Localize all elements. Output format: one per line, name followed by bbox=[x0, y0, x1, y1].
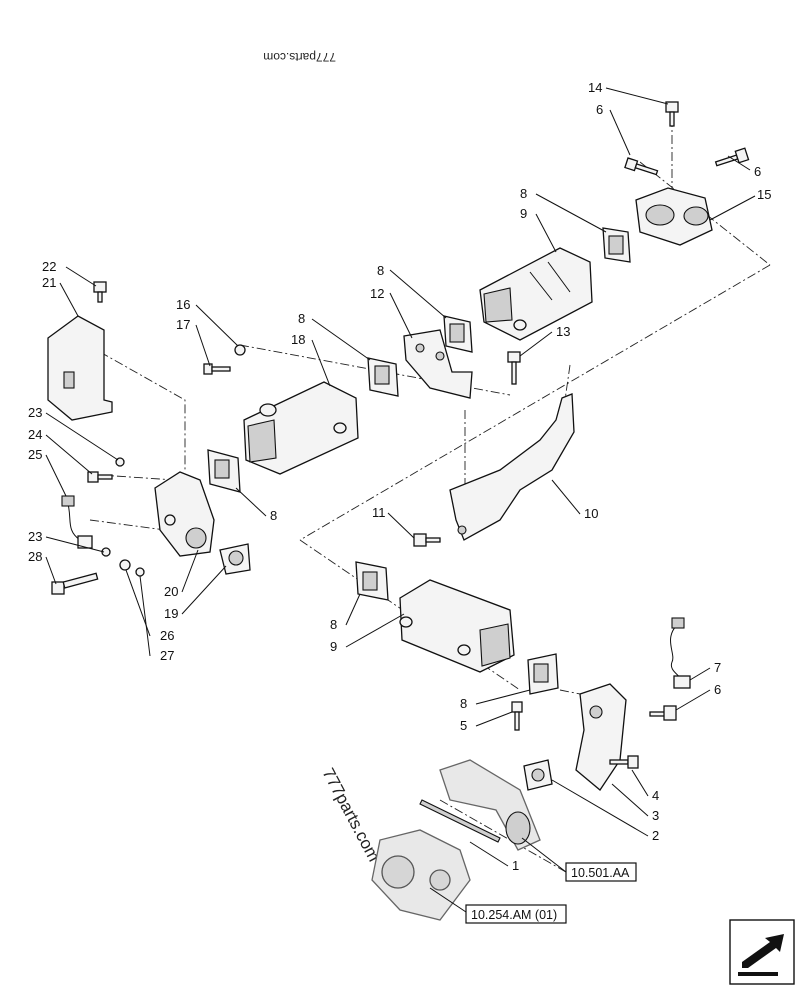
callout-9: 9 bbox=[330, 639, 337, 654]
manifold-10-254 bbox=[371, 829, 471, 921]
bolt-28 bbox=[51, 572, 99, 595]
egr-cooler-9-top bbox=[479, 247, 593, 341]
callout-12: 12 bbox=[370, 286, 384, 301]
bolt-13 bbox=[507, 351, 521, 385]
callout-6: 6 bbox=[596, 102, 603, 117]
callout-8: 8 bbox=[460, 696, 467, 711]
callout-28: 28 bbox=[28, 549, 42, 564]
callout-2: 2 bbox=[652, 828, 659, 843]
bolt-11 bbox=[413, 533, 441, 547]
gasket-8-lower-right bbox=[527, 653, 559, 695]
callout-11: 11 bbox=[372, 505, 386, 520]
gasket-19 bbox=[219, 543, 251, 575]
callout-13: 13 bbox=[556, 324, 570, 339]
callout-1: 1 bbox=[512, 858, 519, 873]
egr-cooler-18 bbox=[243, 381, 359, 475]
gasket-8-mid bbox=[367, 357, 399, 397]
callout-8: 8 bbox=[520, 186, 527, 201]
manifold-15 bbox=[635, 187, 713, 246]
pipe-assembly-10-501 bbox=[439, 759, 541, 851]
bolt-22 bbox=[93, 281, 107, 303]
gasket-8-lower bbox=[355, 561, 389, 601]
pipe-3 bbox=[575, 683, 627, 791]
reference-box-10-501-AA[interactable]: 10.501.AA bbox=[565, 862, 637, 882]
callout-18: 18 bbox=[291, 332, 305, 347]
callout-24: 24 bbox=[28, 427, 42, 442]
callout-8: 8 bbox=[330, 617, 337, 632]
callout-17: 17 bbox=[176, 317, 190, 332]
leader-lines bbox=[45, 87, 756, 913]
callout-26: 26 bbox=[160, 628, 174, 643]
gasket-8-top bbox=[602, 227, 631, 263]
gasket-8-mid-upper bbox=[443, 315, 473, 353]
strip-1 bbox=[419, 799, 501, 843]
bracket-10 bbox=[449, 393, 575, 541]
bolt-5 bbox=[511, 701, 523, 731]
callout-7: 7 bbox=[714, 660, 721, 675]
valve-body-20 bbox=[154, 471, 215, 557]
bracket-21 bbox=[47, 315, 113, 421]
gasket-8-left bbox=[207, 449, 241, 493]
washer-27 bbox=[135, 567, 145, 577]
nut-26 bbox=[119, 559, 131, 571]
callout-22: 22 bbox=[42, 259, 56, 274]
callout-23: 23 bbox=[28, 405, 42, 420]
callout-27: 27 bbox=[160, 648, 174, 663]
callouts: 14 6 6 15 8 9 22 21 8 12 13 16 17 8 18 2… bbox=[28, 80, 771, 873]
callout-14: 14 bbox=[588, 80, 602, 95]
bolt-6-lower bbox=[649, 705, 677, 721]
callout-4: 4 bbox=[652, 788, 659, 803]
bolt-6-left bbox=[624, 157, 659, 176]
next-page-arrow-icon[interactable] bbox=[729, 919, 795, 985]
callout-3: 3 bbox=[652, 808, 659, 823]
callout-8: 8 bbox=[298, 311, 305, 326]
callout-10: 10 bbox=[584, 506, 598, 521]
reference-label: 10.254.AM (01) bbox=[471, 908, 557, 922]
callout-6: 6 bbox=[754, 164, 761, 179]
sensor-25 bbox=[61, 495, 93, 549]
bolt-14 bbox=[665, 101, 679, 127]
callout-6: 6 bbox=[714, 682, 721, 697]
washer-23-lower bbox=[101, 547, 111, 557]
callout-8: 8 bbox=[270, 508, 277, 523]
watermark-top: 777parts.com bbox=[263, 50, 336, 64]
bolt-4 bbox=[609, 755, 639, 769]
callout-23: 23 bbox=[28, 529, 42, 544]
bolt-17 bbox=[203, 363, 231, 375]
bolt-6-right bbox=[714, 147, 750, 167]
egr-cooler-9-lower bbox=[399, 579, 515, 673]
nut-16 bbox=[234, 344, 246, 356]
callout-21: 21 bbox=[42, 275, 56, 290]
callout-9: 9 bbox=[520, 206, 527, 221]
watermark-diagonal: 777parts.com bbox=[318, 765, 383, 865]
gasket-2 bbox=[523, 759, 553, 791]
callout-8: 8 bbox=[377, 263, 384, 278]
callout-20: 20 bbox=[164, 584, 178, 599]
callout-16: 16 bbox=[176, 297, 190, 312]
callout-5: 5 bbox=[460, 718, 467, 733]
callout-19: 19 bbox=[164, 606, 178, 621]
sensor-7 bbox=[670, 617, 691, 689]
reference-label: 10.501.AA bbox=[571, 866, 630, 880]
bolt-24 bbox=[87, 457, 125, 483]
reference-box-10-254-AM[interactable]: 10.254.AM (01) bbox=[465, 904, 567, 924]
callout-25: 25 bbox=[28, 447, 42, 462]
bracket-12 bbox=[403, 329, 473, 399]
callout-15: 15 bbox=[757, 187, 771, 202]
